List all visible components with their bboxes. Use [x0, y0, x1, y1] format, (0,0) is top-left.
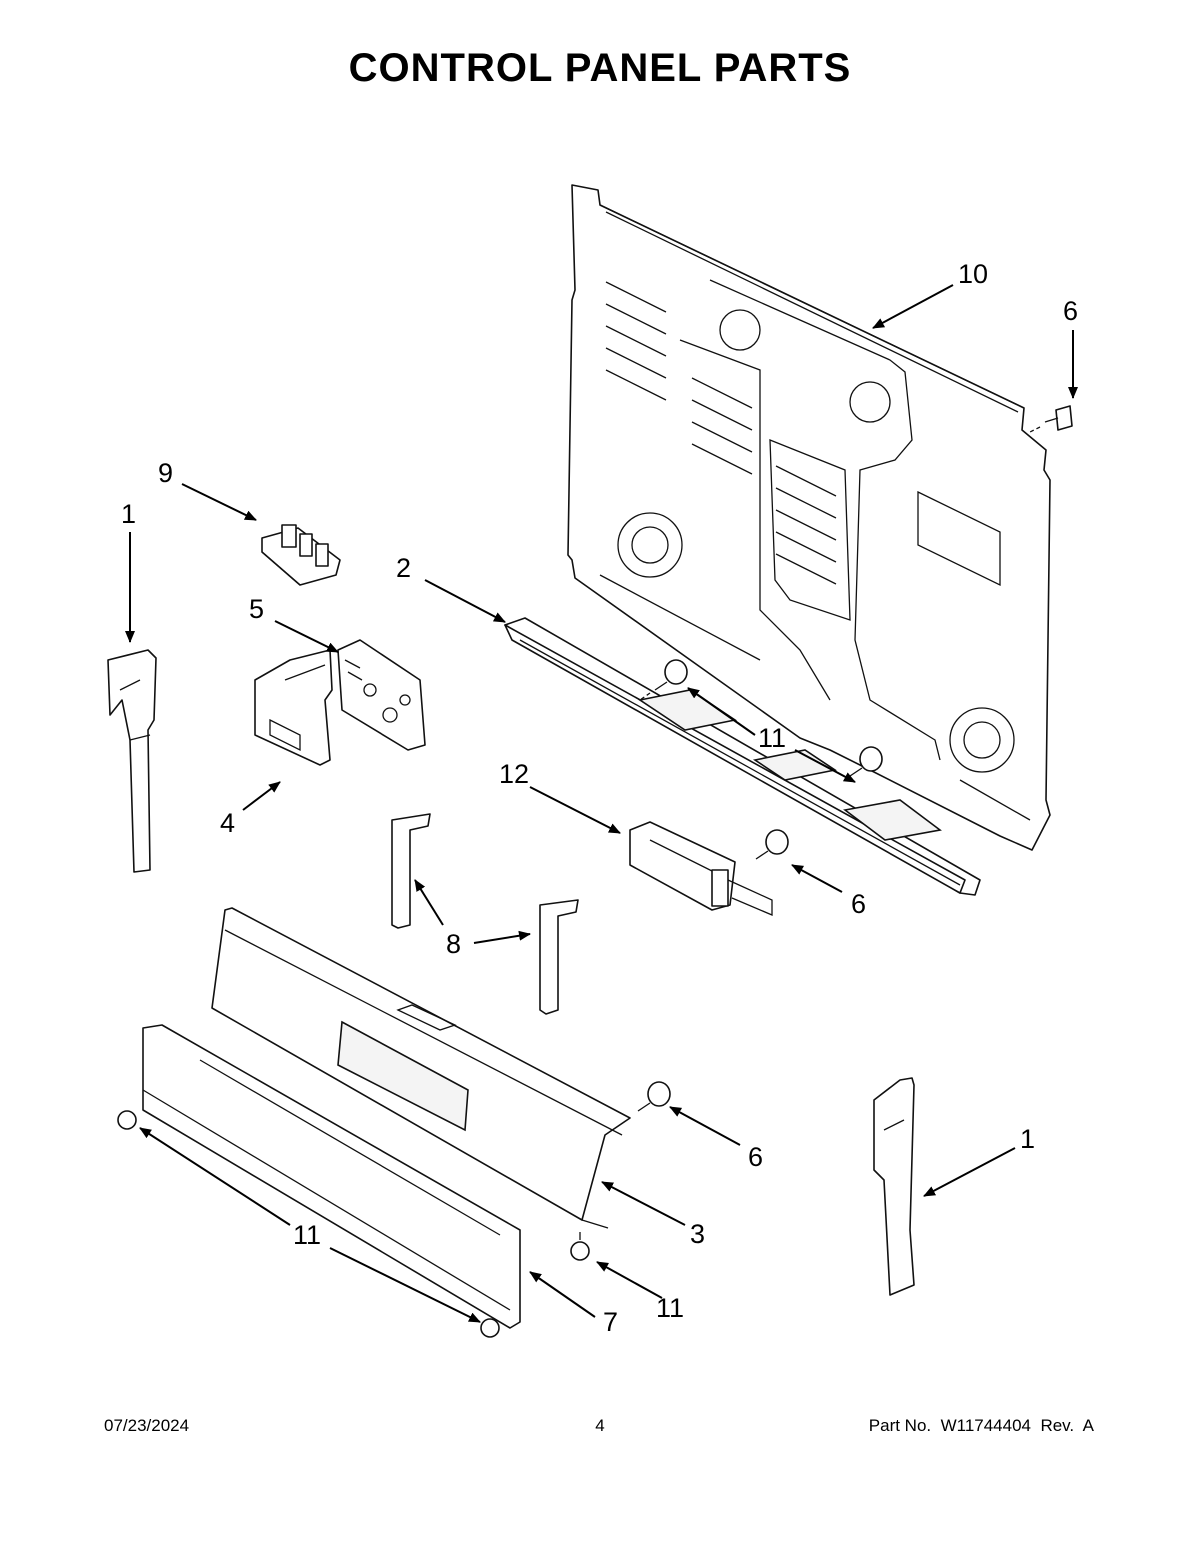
leader-4 — [242, 781, 281, 811]
callout-11-low: 11 — [656, 1293, 684, 1323]
part-1-side-bracket-right — [873, 1077, 915, 1296]
part-9-terminal-block — [261, 524, 341, 586]
part-2-control-bracket — [504, 617, 981, 896]
leader-11-left — [139, 1127, 291, 1226]
part-1-side-bracket-left — [107, 649, 157, 873]
part-8-bracket-a — [391, 813, 431, 929]
leader-8-b — [473, 930, 531, 944]
callout-2: 2 — [396, 553, 411, 583]
callout-11-mid: 11 — [758, 723, 786, 753]
leader-10 — [872, 284, 954, 329]
part-4-board-mount-plate — [254, 649, 333, 766]
callout-6-low: 6 — [748, 1142, 763, 1172]
callout-3: 3 — [690, 1219, 705, 1249]
part-12-user-interface — [629, 821, 773, 916]
part-7-lower-trim — [142, 1024, 521, 1329]
leader-6-low — [669, 1106, 741, 1146]
callout-6-mid: 6 — [851, 889, 866, 919]
callout-1-left: 1 — [121, 499, 136, 529]
leader-6-mid — [791, 864, 843, 893]
callout-7: 7 — [603, 1307, 618, 1337]
screw-ui-board — [755, 829, 789, 860]
callout-12: 12 — [499, 759, 529, 789]
leader-11-mid-b — [794, 749, 856, 783]
leader-11-left-b — [329, 1247, 481, 1323]
leader-2 — [424, 579, 506, 623]
screw-top-right — [1027, 405, 1073, 434]
callout-1-right: 1 — [1020, 1124, 1035, 1154]
part-8-bracket-b — [539, 899, 579, 1015]
screw-trim-left — [117, 1110, 137, 1130]
callout-10: 10 — [958, 259, 988, 289]
part-3-control-panel — [211, 907, 631, 1229]
leader-9 — [181, 483, 257, 521]
footer-date: 07/23/2024 — [104, 1416, 190, 1435]
screw-trim-right — [480, 1318, 500, 1338]
leader-8-a — [414, 879, 444, 926]
footer-page-number: 4 — [595, 1416, 605, 1435]
leader-lines — [125, 284, 1078, 1323]
leader-11-low — [596, 1261, 663, 1299]
screw-center-a — [639, 659, 688, 701]
screw-panel-right — [637, 1081, 671, 1112]
part-10-console-back-panel — [567, 184, 1051, 851]
leader-3 — [601, 1181, 686, 1226]
callout-4: 4 — [220, 808, 235, 838]
leader-11-mid-a — [687, 687, 756, 736]
callout-11-left: 11 — [293, 1220, 321, 1250]
callout-5: 5 — [249, 594, 264, 624]
screw-panel-bottom — [570, 1232, 590, 1261]
leader-7 — [529, 1271, 596, 1318]
page-title: CONTROL PANEL PARTS — [348, 46, 852, 90]
callout-6-top: 6 — [1063, 296, 1078, 326]
callout-9: 9 — [158, 458, 173, 488]
callout-labels: 10 6 9 1 2 5 4 11 12 6 8 6 1 3 11 7 11 — [121, 259, 1078, 1337]
footer-part-number: Part No. W11744404 Rev. A — [868, 1416, 1094, 1435]
callout-8: 8 — [446, 929, 461, 959]
leader-12 — [529, 786, 621, 834]
leader-5 — [274, 620, 339, 653]
leader-1-right — [923, 1147, 1016, 1197]
part-5-circuit-board — [337, 639, 426, 751]
